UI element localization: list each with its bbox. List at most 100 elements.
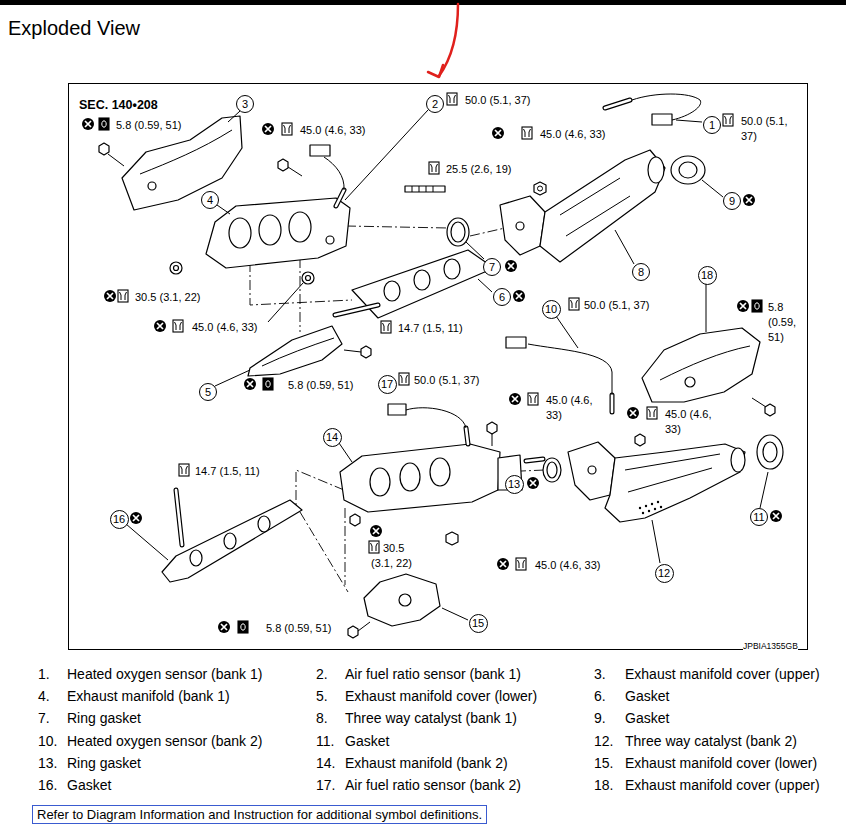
label-slot: Exhaust manifold (bank 2) (345, 755, 508, 772)
callout-circle: 2 (426, 95, 444, 113)
symbol-group (107, 293, 113, 299)
symbol-group (509, 393, 521, 405)
label-slot: 5.8 (0.59, 51) (768, 300, 804, 345)
callout-circle: 16 (110, 510, 129, 529)
torque-symbol (173, 320, 183, 332)
part-name: Exhaust manifold (bank 2) (345, 755, 508, 771)
symbol-group (429, 162, 439, 174)
callout-circle: 8 (632, 263, 650, 281)
symbol-group (401, 375, 408, 383)
do-not-reuse-symbol (82, 118, 94, 130)
dash-dot-line (250, 262, 352, 305)
heat-shield-upper-bank1 (108, 154, 124, 166)
label-slot: 14.7 (1.5, 11) (195, 464, 260, 479)
symbol-group (512, 396, 518, 402)
gasket-bank2 (162, 500, 302, 582)
torque-value: 14.7 (1.5, 11) (398, 322, 463, 334)
part-number: 8. (316, 710, 328, 726)
air-fuel-ratio-sensor-bank1 (310, 145, 330, 156)
symbol-group (528, 393, 538, 405)
symbol-group (571, 300, 578, 308)
heated-oxygen-sensor-bank1 (605, 100, 630, 108)
heat-shield-lower-bank2 (364, 574, 440, 626)
part-number: 16. (38, 777, 57, 793)
torque-value: 50.0 (5.1, 37) (741, 115, 787, 142)
callout-number: 16 (113, 514, 125, 525)
torque-value: 45.0 (4.6, 33) (665, 408, 711, 435)
label-slot: Three way catalyst (bank 2) (625, 733, 797, 750)
bolt (492, 434, 493, 446)
symbol-group (157, 323, 163, 329)
callout-number: 15 (472, 618, 484, 629)
symbol-group (173, 320, 183, 332)
exhaust-manifold-bank1 (229, 218, 251, 248)
gasket-bank1-outlet (671, 156, 705, 184)
label-slot: 45.0 (4.6, 33) (300, 123, 365, 138)
torque-symbol (118, 290, 128, 302)
do-not-reuse-symbol (770, 510, 782, 522)
callout-number: 9 (729, 196, 735, 207)
do-not-reuse-symbol (627, 407, 639, 419)
label-slot: 4. (38, 688, 50, 705)
symbol-group (238, 621, 248, 633)
catalyst-bank2 (660, 506, 662, 508)
part-name: Gasket (345, 733, 389, 749)
label-slot: 50.0 (5.1, 37) (584, 298, 649, 313)
label-slot: Exhaust manifold cover (lower) (345, 688, 537, 705)
symbol-group (221, 624, 227, 630)
catalyst-bank2 (645, 505, 647, 507)
exhaust-manifold-bank1 (206, 198, 350, 268)
air-fuel-ratio-sensor-bank1 (324, 157, 344, 190)
label-slot: 15. (594, 755, 613, 772)
heat-shield-upper-bank1 (140, 130, 232, 174)
heat-shield-upper-bank1 (99, 116, 242, 210)
leader-line (702, 180, 723, 197)
symbol-group (369, 541, 379, 553)
heat-shield-lower-bank2 (358, 622, 370, 631)
heat-shield-lower-bank1 (262, 338, 334, 366)
catalyst-bank2 (639, 507, 641, 509)
catalyst-bank2 (648, 510, 650, 512)
catalyst-bank2 (654, 508, 656, 510)
dash-dot-line (300, 512, 348, 592)
leader-line (126, 110, 768, 620)
exhaust-manifold-bank1 (289, 212, 311, 242)
gasket-bank2 (224, 533, 236, 549)
torque-value: 14.7 (1.5, 11) (195, 465, 260, 477)
symbol-group (82, 118, 94, 130)
symbol-group (373, 528, 379, 534)
symbol-group (752, 300, 762, 312)
symbol-group (530, 395, 537, 403)
callout-circle: 12 (655, 564, 674, 583)
figure-code: JPBIA1355GB (743, 641, 798, 651)
label-slot: 5. (316, 688, 328, 705)
part-name: Exhaust manifold cover (upper) (625, 777, 820, 793)
label-slot: 16. (38, 777, 57, 794)
symbol-group (82, 93, 782, 633)
label-slot: 5.8 (0.59, 51) (266, 621, 331, 636)
washer (302, 272, 314, 284)
symbol-group (569, 298, 579, 310)
callout-number: 11 (753, 512, 764, 523)
stud (412, 186, 433, 192)
stud (176, 490, 182, 545)
do-not-reuse-symbol (370, 525, 382, 537)
air-fuel-ratio-sensor-bank2 (388, 404, 406, 415)
symbol-group (500, 561, 506, 567)
label-slot: Heated oxygen sensor (bank 1) (67, 666, 262, 683)
torque-value: 50.0 (5.1, 37) (584, 299, 649, 311)
figure-frame: SEC. 140•208JPBIA1355GB12345678910111213… (68, 83, 808, 650)
top-bar (0, 0, 846, 5)
heat-shield-upper-bank2 (642, 328, 760, 402)
leader-line (478, 279, 492, 292)
torque-value: 45.0 (4.6, 33) (300, 124, 365, 136)
air-fuel-ratio-sensor-bank2 (388, 404, 468, 444)
callout-circle: 10 (542, 300, 561, 319)
symbol-group (266, 381, 270, 387)
stud (405, 186, 445, 192)
washer (306, 276, 311, 281)
label-slot: 18. (594, 777, 613, 794)
gasket-bank2 (190, 550, 202, 566)
label-slot: 50.0 (5.1, 37) (741, 114, 796, 144)
leader-line (217, 205, 230, 214)
